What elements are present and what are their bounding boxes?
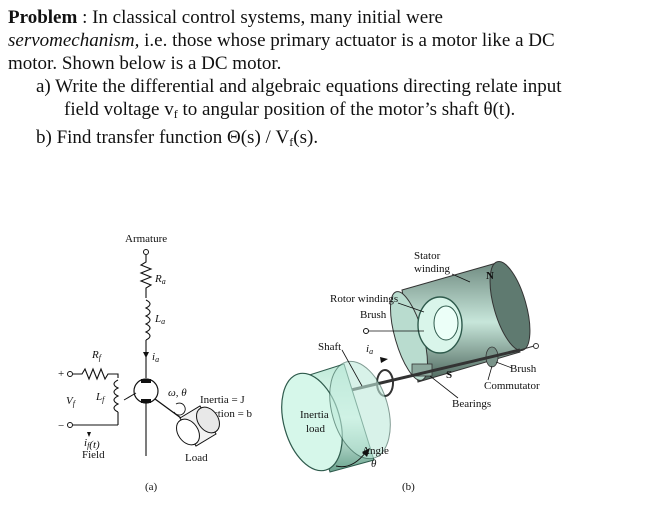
problem-line-3: motor. Shown below is a DC motor. [8, 53, 282, 74]
inertia-load-label-2: load [306, 423, 325, 435]
item-a-line-2: field voltage vf to angular position of … [8, 98, 640, 126]
minus-sign: − [58, 420, 64, 432]
problem-colon: : [77, 7, 93, 28]
angle-label: Angle [362, 445, 389, 457]
brush-top-terminal [363, 328, 369, 334]
lf-label: Lf [95, 391, 106, 404]
item-b-text-post: (s). [293, 127, 319, 148]
armature-resistor-ra [139, 255, 153, 298]
brush-lead-terminal [533, 343, 539, 349]
field-inductor-lf [113, 379, 120, 413]
problem-line-1: Problem : In classical control systems, … [8, 6, 640, 29]
angle-arrow-icon [335, 451, 367, 468]
brush-top-icon [141, 379, 151, 383]
field-terminal-plus [67, 371, 73, 377]
item-a-text-pre: field voltage v [64, 99, 174, 120]
caption-a: (a) [145, 481, 158, 493]
stator-label: Stator [414, 250, 441, 262]
bearings-pointer [429, 375, 459, 399]
shaft-label: Shaft [318, 341, 341, 353]
item-a-subscript: f [173, 107, 178, 121]
rf-label: Rf [91, 349, 103, 362]
brush-top-label: Brush [360, 309, 387, 321]
problem-line2-text: i.e. those whose primary actuator is a m… [139, 30, 555, 51]
commutator-pointer [487, 365, 493, 381]
commutator-label: Commutator [484, 380, 540, 392]
omega-theta-label: ω, θ [168, 387, 187, 399]
vf-label: Vf [66, 395, 77, 408]
ra-label: Ra [154, 273, 166, 286]
figure-b-motor: Stator winding Rotor windings Brush Shaf… [281, 250, 540, 493]
inertia-label: Inertia = J [200, 394, 245, 406]
problem-statement: Problem : In classical control systems, … [8, 6, 640, 154]
field-terminal-minus [67, 422, 73, 428]
armature-inductor-la [144, 299, 151, 341]
brush-lead-wire [519, 345, 535, 351]
item-a-text-post: to angular position of the motor’s shaft… [177, 99, 516, 120]
north-pole-label: N [486, 270, 494, 282]
field-flux-link [123, 392, 137, 401]
la-label: La [154, 313, 165, 326]
ia-arrow-b-icon [380, 357, 388, 363]
armature-label: Armature [125, 233, 167, 245]
servomechanism-term: servomechanism, [8, 30, 140, 51]
brush-right-label: Brush [510, 363, 537, 375]
ia-arrow-icon [143, 352, 149, 358]
load-cylinder-a [176, 405, 220, 447]
rotor-windings-label: Rotor windings [330, 293, 398, 305]
shaft-pointer [341, 349, 363, 387]
motor-shaft-a [154, 398, 186, 422]
inertia-load-label-1: Inertia [300, 409, 329, 421]
load-cylinder-b [281, 360, 391, 473]
figure-a-circuit: Armature Ra La ia Rf + Lf − Vf if(t) Fie… [58, 233, 253, 493]
item-b-subscript: f [289, 135, 294, 149]
theta-label: θ [371, 458, 377, 470]
problem-line1-text: In classical control systems, many initi… [92, 7, 443, 28]
stator-pointer [451, 273, 471, 283]
brush-right-pointer [495, 361, 513, 369]
if-label: if(t) [84, 437, 100, 451]
field-resistor-rf [73, 367, 119, 381]
ia-label-b: ia [366, 343, 373, 356]
plus-sign: + [58, 368, 64, 380]
if-arrow-icon [87, 432, 91, 437]
item-a-line-1: a) Write the differential and algebraic … [36, 76, 562, 97]
bearings-label: Bearings [452, 398, 491, 410]
field-label: Field [82, 449, 105, 461]
load-label: Load [185, 452, 208, 464]
angle-arrowhead-icon [362, 448, 370, 457]
problem-line-2: servomechanism, i.e. those whose primary… [8, 29, 640, 52]
south-pole-label: S [446, 369, 452, 381]
armature-terminal [143, 249, 149, 255]
item-b-text-pre: b) Find transfer function Θ(s) / V [36, 127, 290, 148]
caption-b: (b) [402, 481, 415, 493]
ia-label: ia [152, 351, 159, 364]
brush-bottom-icon [141, 399, 151, 403]
item-b-line: b) Find transfer function Θ(s) / Vf(s). [8, 126, 640, 154]
rotor-windings-pointer [397, 302, 425, 313]
winding-label: winding [414, 263, 451, 275]
problem-heading: Problem [8, 7, 78, 28]
rotation-arrow-icon [173, 402, 186, 416]
